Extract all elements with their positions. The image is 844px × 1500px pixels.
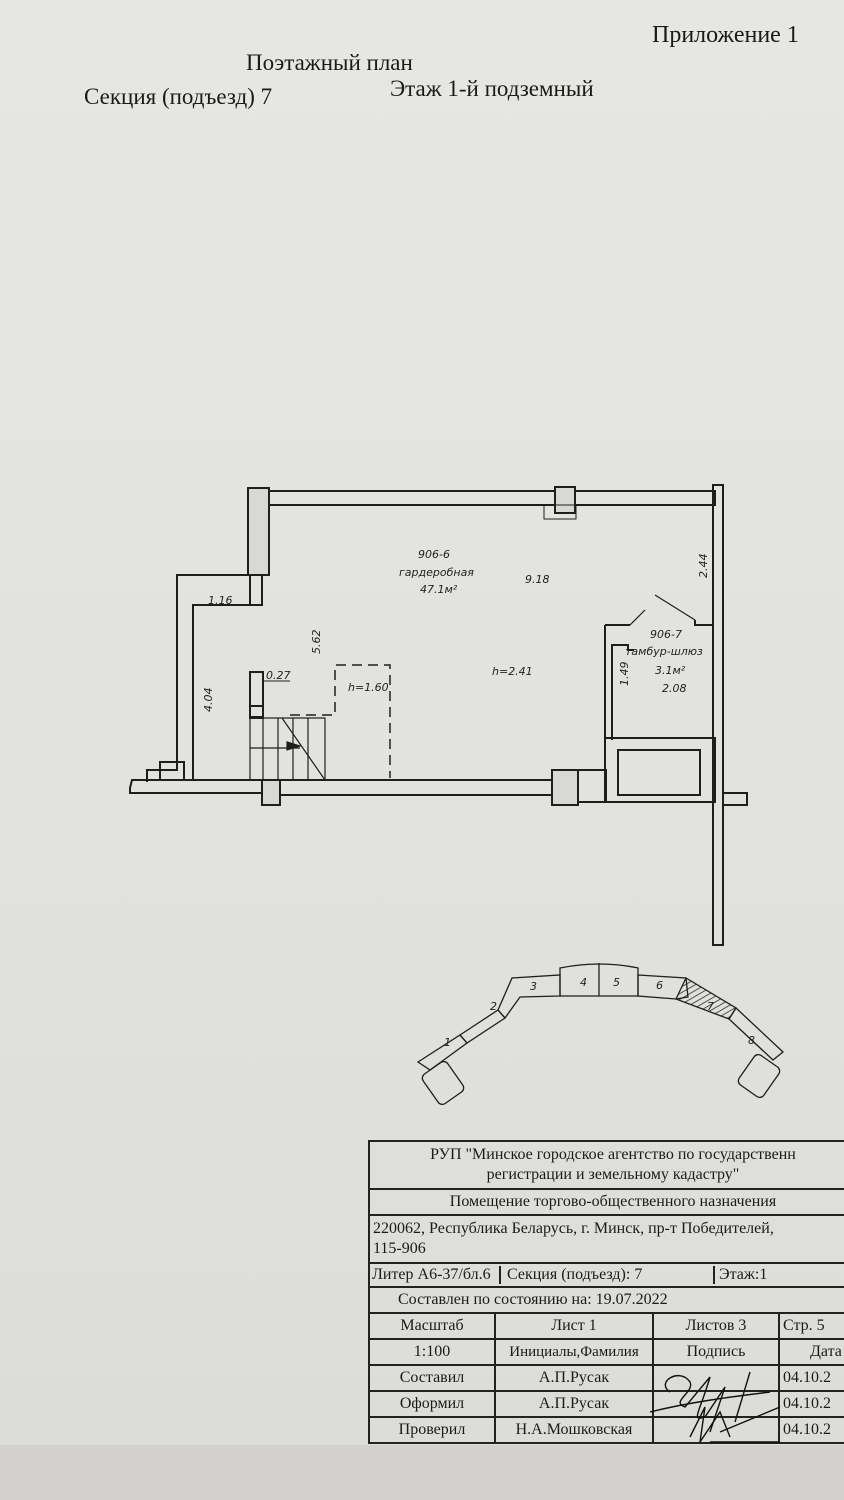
stamp-premises: Помещение торгово-общественного назначен… <box>368 1188 844 1216</box>
dimension-1-49: 1.49 <box>618 662 631 687</box>
dimension-2-44: 2.44 <box>697 554 710 579</box>
key-section-8: 8 <box>748 1034 755 1047</box>
room-906-7-area: 3.1м² <box>655 664 686 677</box>
room-906-7-name: тамбур-шлюз <box>625 645 703 658</box>
stamp-sheet: Лист 1 <box>494 1312 654 1340</box>
stamp-address: 220062, Республика Беларусь, г. Минск, п… <box>373 1220 774 1237</box>
stamp-date: 04.10.2 <box>778 1390 844 1418</box>
stamp-page: Стр. 5 <box>778 1312 844 1340</box>
stamp-liter: Литер А6-37/бл.6 <box>371 1266 501 1284</box>
key-plan <box>416 963 784 1106</box>
stamp-person: Н.А.Мошковская <box>494 1416 654 1444</box>
walls <box>129 484 748 946</box>
stamp-col-date: Дата <box>778 1338 844 1366</box>
stamp-date: 04.10.2 <box>778 1364 844 1392</box>
signatures <box>650 1371 781 1443</box>
key-section-6: 6 <box>656 979 663 992</box>
stamp-sheets: Листов 3 <box>652 1312 780 1340</box>
floor-title: Этаж 1-й подземный <box>390 76 594 101</box>
dimension-1-16: 1.16 <box>208 594 233 607</box>
key-section-2: 2 <box>490 1000 497 1013</box>
section-title: Секция (подъезд) 7 <box>84 84 273 109</box>
background-surface <box>0 1445 844 1500</box>
height-main: h=2.41 <box>492 665 533 678</box>
stamp-compiled-date: Составлен по состоянию на: 19.07.2022 <box>368 1286 844 1314</box>
key-section-5: 5 <box>613 976 620 989</box>
stamp-role: Проверил <box>368 1416 496 1444</box>
stamp-organization-2: регистрации и земельному кадастру" <box>486 1166 740 1183</box>
room-906-6-name: гардеробная <box>399 566 474 579</box>
stamp-role: Составил <box>368 1364 496 1392</box>
key-section-1: 1 <box>444 1036 451 1049</box>
stamp-section: Секция (подъезд): 7 <box>501 1266 715 1284</box>
stamp-address-2: 115-906 <box>373 1240 426 1257</box>
room-906-6-number: 906-6 <box>418 548 450 561</box>
stamp-date: 04.10.2 <box>778 1416 844 1444</box>
dimension-4-04: 4.04 <box>202 688 215 713</box>
stamp-role: Оформил <box>368 1390 496 1418</box>
appendix-label: Приложение 1 <box>652 22 799 48</box>
dimension-9-18: 9.18 <box>525 573 550 586</box>
key-section-3: 3 <box>530 980 537 993</box>
dimension-2-08: 2.08 <box>662 682 687 695</box>
stamp-person: А.П.Русак <box>494 1364 654 1392</box>
title-block-table: РУП "Минское городское агентство по госу… <box>368 1140 844 1444</box>
signature-cell <box>652 1364 780 1392</box>
stamp-organization: РУП "Минское городское агентство по госу… <box>430 1146 796 1163</box>
stamp-scale: 1:100 <box>368 1338 496 1366</box>
dimension-5-62: 5.62 <box>310 630 323 655</box>
room-906-7-number: 906-7 <box>650 628 682 641</box>
key-section-4: 4 <box>580 976 587 989</box>
dimension-0-27: 0.27 <box>266 669 291 682</box>
stairs <box>249 717 326 781</box>
plan-title: Поэтажный план <box>246 50 413 75</box>
stamp-scale-label: Масштаб <box>368 1312 496 1340</box>
key-section-7-highlighted: 7 <box>707 1000 714 1013</box>
stamp-floor: Этаж:1 <box>719 1266 768 1283</box>
height-low: h=1.60 <box>348 681 389 694</box>
stamp-col-name: Инициалы,Фамилия <box>494 1338 654 1366</box>
stamp-person: А.П.Русак <box>494 1390 654 1418</box>
room-906-6-area: 47.1м² <box>420 583 458 596</box>
stamp-col-sign: Подпись <box>652 1338 780 1366</box>
